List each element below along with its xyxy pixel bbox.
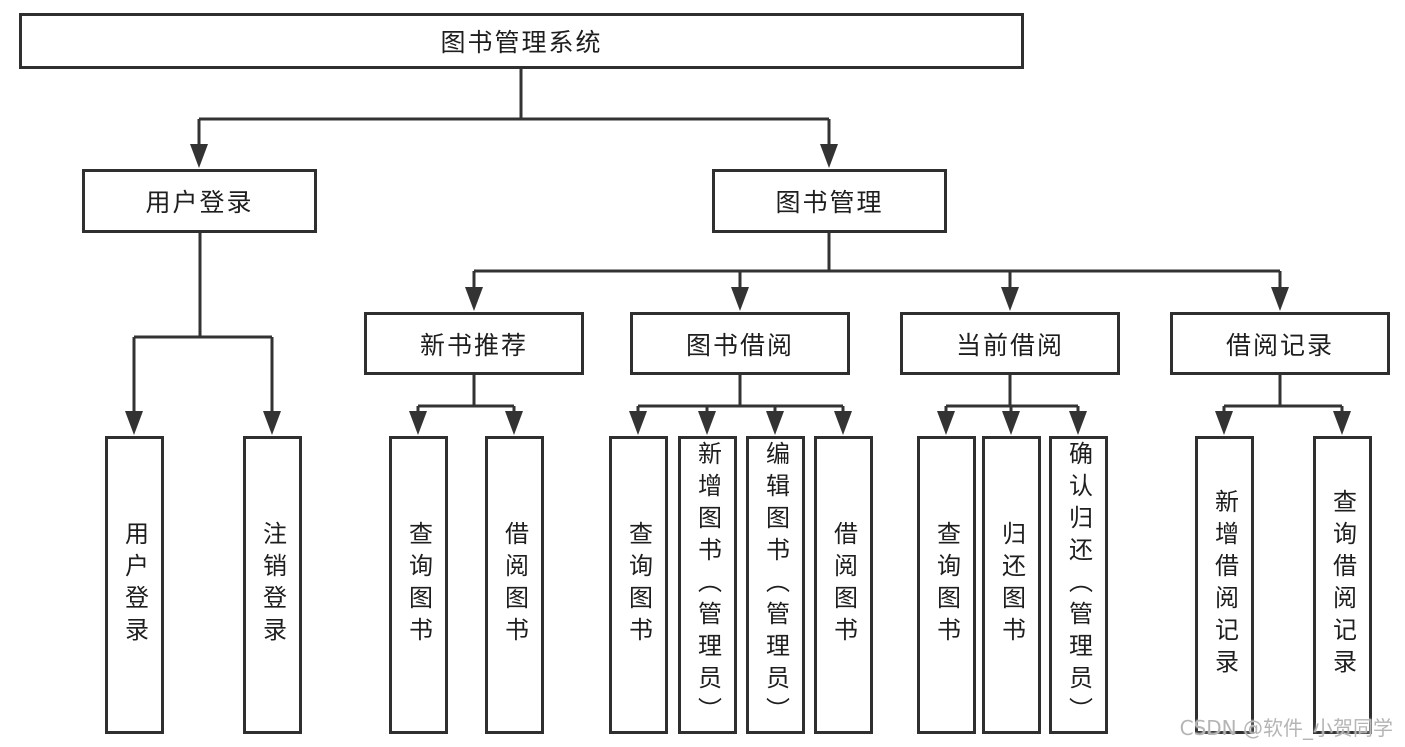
node-current-borrow: 当前借阅 bbox=[900, 312, 1120, 375]
node-label: 确认归还（管理员） bbox=[1064, 441, 1093, 729]
arrow-down-icon bbox=[1271, 287, 1289, 311]
arrow-down-icon bbox=[409, 411, 427, 435]
node-label: 查询借阅记录 bbox=[1328, 489, 1357, 681]
arrow-down-icon bbox=[1001, 287, 1019, 311]
arrow-down-icon bbox=[1215, 411, 1233, 435]
arrow-down-icon bbox=[263, 411, 281, 435]
node-label: 用户登录 bbox=[120, 521, 149, 649]
node-label: 注销登录 bbox=[258, 521, 287, 649]
node-leaf-add-books-admin: 新增图书（管理员） bbox=[678, 436, 737, 734]
node-leaf-add-borrow-record: 新增借阅记录 bbox=[1195, 436, 1254, 734]
node-leaf-query-books: 查询图书 bbox=[389, 436, 448, 734]
arrow-down-icon bbox=[190, 144, 208, 168]
node-leaf-edit-books-admin: 编辑图书（管理员） bbox=[746, 436, 805, 734]
node-label: 查询图书 bbox=[932, 521, 961, 649]
arrow-down-icon bbox=[1002, 411, 1020, 435]
arrow-down-icon bbox=[1333, 411, 1351, 435]
node-library-management-system: 图书管理系统 bbox=[19, 13, 1024, 69]
node-label: 归还图书 bbox=[997, 521, 1026, 649]
node-leaf-query-books: 查询图书 bbox=[609, 436, 668, 734]
connector-current-borrow-children bbox=[944, 375, 1080, 414]
arrow-down-icon bbox=[731, 287, 749, 311]
node-label: 借阅图书 bbox=[500, 521, 529, 649]
node-user-login: 用户登录 bbox=[82, 169, 317, 233]
arrow-down-icon bbox=[629, 411, 647, 435]
node-book-borrow: 图书借阅 bbox=[630, 312, 850, 375]
arrow-down-icon bbox=[125, 411, 143, 435]
connector-root-to-level2 bbox=[197, 69, 831, 147]
arrow-down-icon bbox=[1069, 411, 1087, 435]
node-leaf-borrow-books: 借阅图书 bbox=[485, 436, 544, 734]
node-book-management: 图书管理 bbox=[712, 169, 947, 233]
node-leaf-borrow-books: 借阅图书 bbox=[814, 436, 873, 734]
node-label: 编辑图书（管理员） bbox=[761, 441, 790, 729]
arrow-down-icon bbox=[834, 411, 852, 435]
node-label: 查询图书 bbox=[624, 521, 653, 649]
node-label: 借阅记录 bbox=[1225, 330, 1334, 360]
arrow-down-icon bbox=[465, 287, 483, 311]
connector-borrow-records-children bbox=[1222, 375, 1344, 414]
connector-book-mgmt-children bbox=[472, 233, 1282, 290]
node-label: 查询图书 bbox=[404, 521, 433, 649]
node-label: 新增图书（管理员） bbox=[693, 441, 722, 729]
node-label: 新增借阅记录 bbox=[1210, 489, 1239, 681]
node-label: 用户登录 bbox=[145, 188, 254, 217]
node-leaf-confirm-return-admin: 确认归还（管理员） bbox=[1049, 436, 1108, 734]
node-label: 新书推荐 bbox=[419, 330, 528, 360]
arrow-down-icon bbox=[937, 411, 955, 435]
arrow-down-icon bbox=[505, 411, 523, 435]
node-label: 当前借阅 bbox=[955, 330, 1064, 360]
node-leaf-query-borrow-record: 查询借阅记录 bbox=[1313, 436, 1372, 734]
csdn-watermark: CSDN @软件_小贺同学 bbox=[1179, 716, 1393, 740]
node-leaf-logout: 注销登录 bbox=[243, 436, 302, 734]
node-leaf-query-books: 查询图书 bbox=[917, 436, 976, 734]
node-label: 图书管理系统 bbox=[440, 28, 603, 57]
node-label: 图书借阅 bbox=[685, 330, 794, 360]
connector-book-borrow-children bbox=[636, 375, 845, 414]
node-leaf-user-login: 用户登录 bbox=[105, 436, 164, 734]
node-leaf-return-books: 归还图书 bbox=[982, 436, 1041, 734]
arrow-down-icon bbox=[820, 144, 838, 168]
node-new-book-recommend: 新书推荐 bbox=[364, 312, 584, 375]
connector-new-book-rec-children bbox=[416, 375, 516, 414]
node-borrow-records: 借阅记录 bbox=[1170, 312, 1390, 375]
node-label: 图书管理 bbox=[775, 188, 884, 217]
connector-user-login-children bbox=[132, 233, 274, 414]
arrow-down-icon bbox=[698, 411, 716, 435]
node-label: 借阅图书 bbox=[829, 521, 858, 649]
arrow-down-icon bbox=[766, 411, 784, 435]
